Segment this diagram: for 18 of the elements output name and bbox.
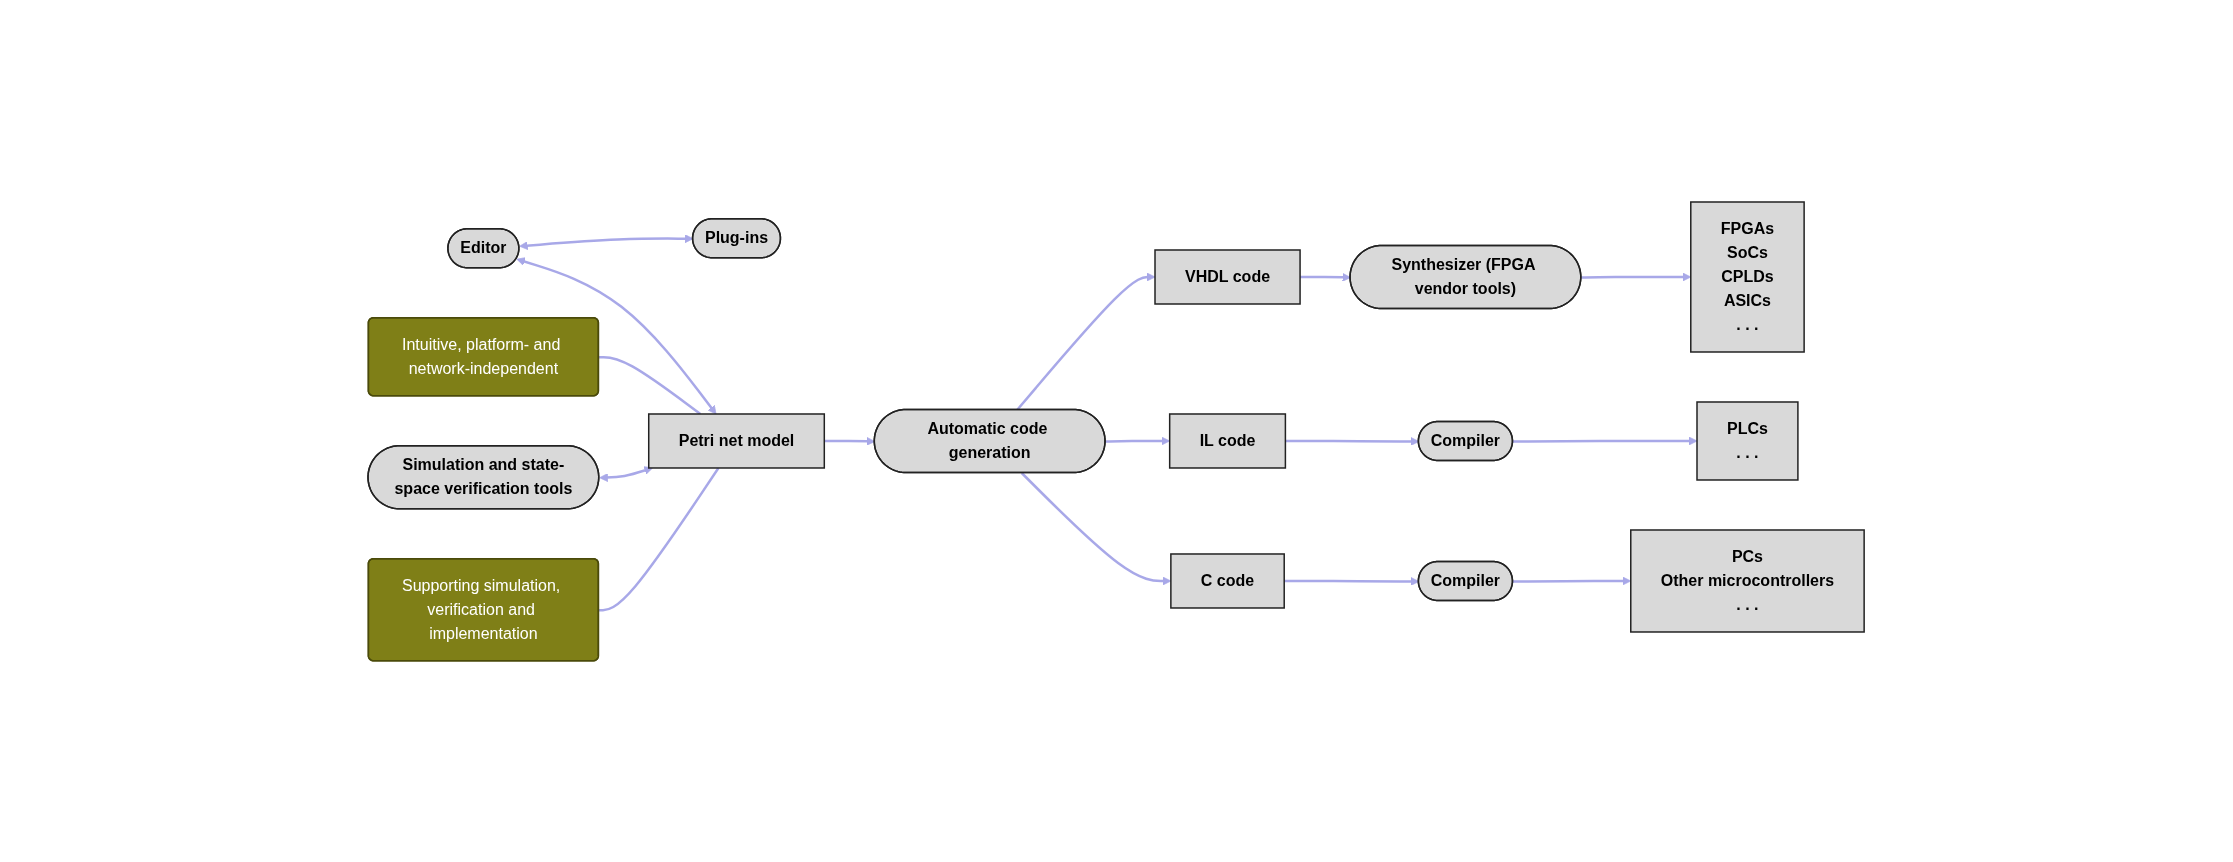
arrow xyxy=(1016,272,1156,411)
node-box: PLCs . . . xyxy=(1696,400,1800,481)
node-box: FPGAs SoCs CPLDs ASICs . . . xyxy=(1690,200,1806,353)
node-box: IL code xyxy=(1169,412,1287,469)
arrow xyxy=(516,256,717,414)
arrow xyxy=(1513,436,1698,445)
node-box: C code xyxy=(1170,552,1286,609)
arrow xyxy=(599,465,654,482)
arrow xyxy=(1021,471,1172,585)
arrow xyxy=(1581,272,1692,281)
connector xyxy=(599,466,720,612)
connector xyxy=(599,355,702,415)
node-box: Petri net model xyxy=(648,412,826,469)
node-box: VHDL code xyxy=(1154,248,1302,305)
arrow xyxy=(1513,576,1632,585)
node-box: PCs Other microcontrollers . . . xyxy=(1630,528,1866,633)
arrow xyxy=(519,233,694,250)
arrow xyxy=(1105,436,1171,445)
